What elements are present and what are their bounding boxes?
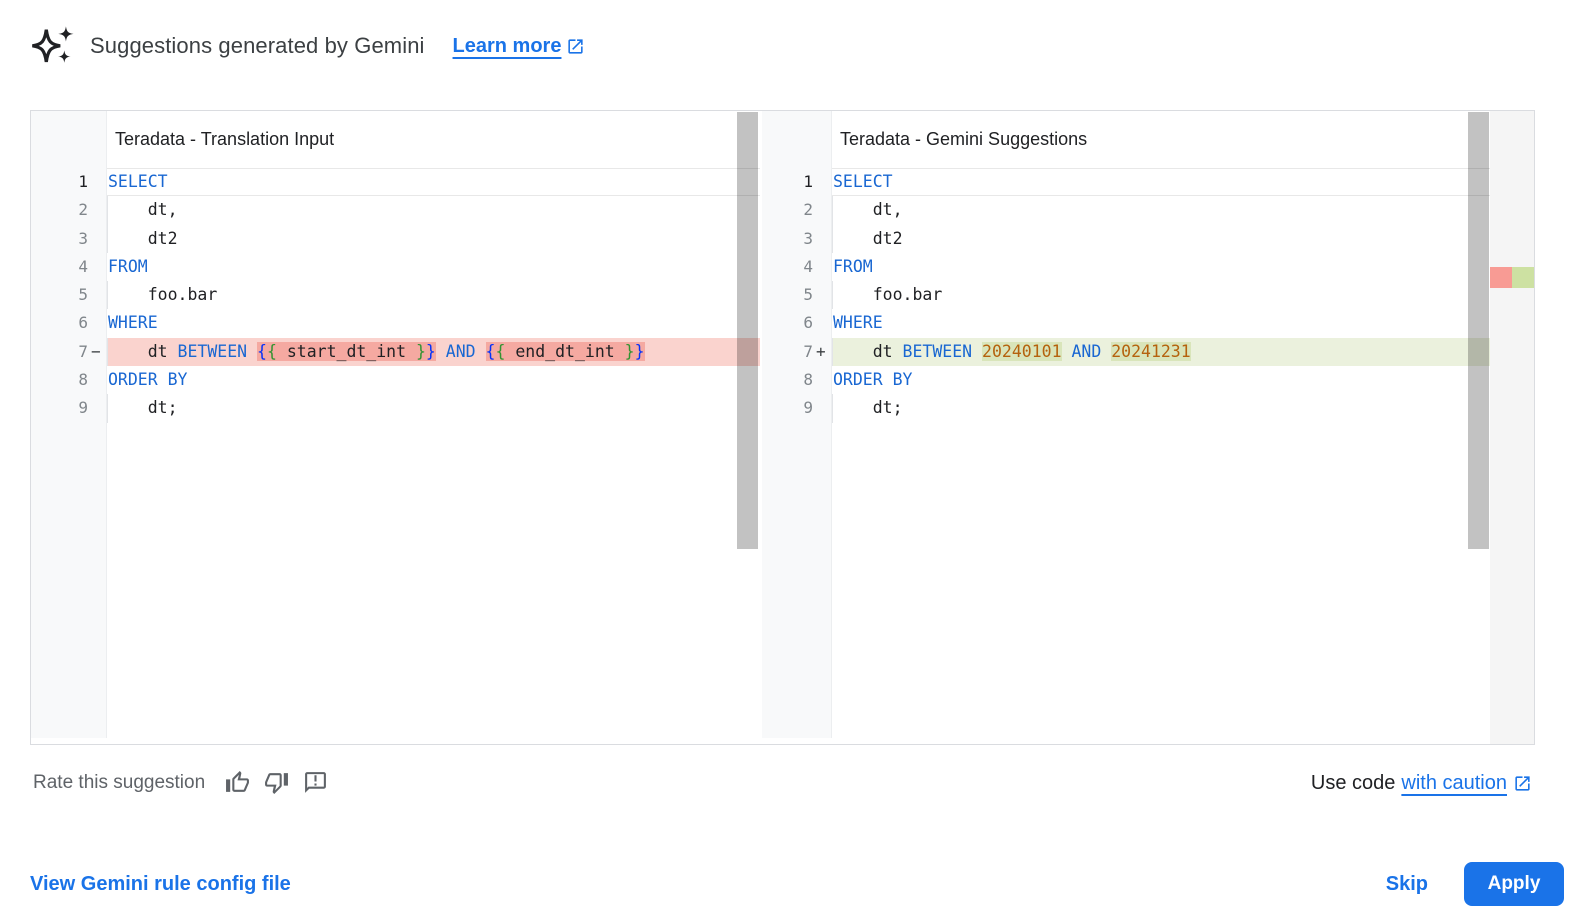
- code-line-text: foo.bar: [832, 281, 1534, 310]
- rate-label: Rate this suggestion: [33, 771, 206, 793]
- code-line-text: dt;: [832, 394, 1534, 423]
- code-line-text: SELECT: [107, 168, 760, 196]
- code-line[interactable]: 5 foo.bar: [31, 281, 760, 310]
- editor-divider: [760, 111, 762, 744]
- code-line-text: dt2: [107, 224, 760, 254]
- feedback-icon[interactable]: [303, 770, 328, 795]
- line-number-gutter: [762, 111, 832, 738]
- code-line-text: dt;: [107, 394, 760, 423]
- code-line-text: WHERE: [833, 313, 883, 333]
- ruler-insertion-mark: [1512, 267, 1534, 288]
- skip-button[interactable]: Skip: [1386, 862, 1428, 906]
- code-line-text: foo.bar: [107, 281, 760, 310]
- line-number-gutter: [31, 111, 107, 738]
- code-line-text: ORDER BY: [833, 370, 913, 390]
- suggestions-header: Suggestions generated by Gemini Learn mo…: [30, 24, 585, 68]
- line-number: 6: [78, 313, 88, 333]
- line-number: 8: [803, 370, 813, 390]
- rate-suggestion-bar: Rate this suggestion: [33, 770, 342, 795]
- apply-button[interactable]: Apply: [1464, 862, 1564, 906]
- original-vertical-scrollbar[interactable]: [737, 112, 758, 549]
- code-line[interactable]: 3 dt2: [31, 224, 760, 254]
- suggestions-vertical-scrollbar[interactable]: [1468, 112, 1489, 549]
- code-line[interactable]: 7− dt BETWEEN {{ start_dt_int }} AND {{ …: [31, 337, 760, 367]
- gemini-sparkle-icon: [32, 26, 74, 63]
- code-line[interactable]: 6 WHERE: [31, 309, 760, 337]
- thumb-up-icon[interactable]: [225, 770, 250, 795]
- learn-more-label: Learn more: [452, 34, 562, 57]
- line-number: 7+: [803, 341, 826, 361]
- code-line-text: ORDER BY: [108, 370, 188, 390]
- code-line-text: dt BETWEEN 20240101 AND 20241231: [832, 337, 1534, 367]
- line-number: 5: [78, 285, 88, 305]
- code-line-text: WHERE: [108, 313, 158, 333]
- use-code-caution: Use code with caution: [1311, 772, 1532, 795]
- code-line[interactable]: 2 dt,: [762, 196, 1534, 225]
- code-line-text: FROM: [833, 256, 873, 276]
- use-code-text: Use code: [1310, 772, 1396, 794]
- line-number: 3: [803, 228, 813, 248]
- code-line[interactable]: 9 dt;: [762, 394, 1534, 423]
- line-number: 7−: [78, 341, 101, 361]
- code-line[interactable]: 3 dt2: [762, 224, 1534, 254]
- learn-more-link[interactable]: Learn more: [453, 35, 586, 58]
- code-line[interactable]: 1 SELECT: [31, 168, 760, 196]
- code-line-text: dt2: [832, 224, 1534, 254]
- line-number: 6: [803, 313, 813, 333]
- suggestions-panel-title: Teradata - Gemini Suggestions: [840, 129, 1088, 149]
- code-line[interactable]: 2 dt,: [31, 196, 760, 225]
- line-number: 3: [78, 228, 88, 248]
- line-number: 5: [803, 285, 813, 305]
- original-panel-header: Teradata - Translation Input: [31, 111, 760, 168]
- with-caution-link[interactable]: with caution: [1401, 772, 1507, 794]
- code-line-text: dt BETWEEN {{ start_dt_int }} AND {{ end…: [107, 337, 760, 367]
- code-line-text: SELECT: [832, 168, 1534, 196]
- line-number: 4: [78, 256, 88, 276]
- code-line-text: dt,: [832, 196, 1534, 225]
- thumb-down-icon[interactable]: [264, 770, 289, 795]
- line-number: 4: [803, 256, 813, 276]
- code-line[interactable]: 8 ORDER BY: [762, 366, 1534, 394]
- page-title: Suggestions generated by Gemini: [90, 33, 425, 58]
- code-line[interactable]: 1 SELECT: [762, 168, 1534, 196]
- view-rule-config-link[interactable]: View Gemini rule config file: [30, 873, 291, 895]
- code-line[interactable]: 6 WHERE: [762, 309, 1534, 337]
- open-in-new-icon: [568, 38, 584, 54]
- line-number: 2: [803, 200, 813, 220]
- line-number: 1: [803, 172, 813, 191]
- code-line[interactable]: 7+ dt BETWEEN 20240101 AND 20241231: [762, 337, 1534, 367]
- open-in-new-icon: [1515, 776, 1530, 791]
- code-line[interactable]: 9 dt;: [31, 394, 760, 423]
- line-number: 9: [803, 398, 813, 418]
- code-line[interactable]: 8 ORDER BY: [31, 366, 760, 394]
- code-line[interactable]: 4 FROM: [762, 253, 1534, 281]
- code-line-text: dt,: [107, 196, 760, 225]
- code-line-text: FROM: [108, 256, 148, 276]
- diff-overview-ruler[interactable]: [1490, 111, 1534, 744]
- code-line[interactable]: 5 foo.bar: [762, 281, 1534, 310]
- line-number: 2: [78, 200, 88, 220]
- line-number: 9: [78, 398, 88, 418]
- suggestions-panel-header: Teradata - Gemini Suggestions: [762, 111, 1534, 168]
- line-number: 1: [78, 172, 88, 191]
- line-number: 8: [78, 370, 88, 390]
- ruler-deletion-mark: [1490, 267, 1512, 288]
- code-line[interactable]: 4 FROM: [31, 253, 760, 281]
- original-panel-title: Teradata - Translation Input: [115, 129, 335, 149]
